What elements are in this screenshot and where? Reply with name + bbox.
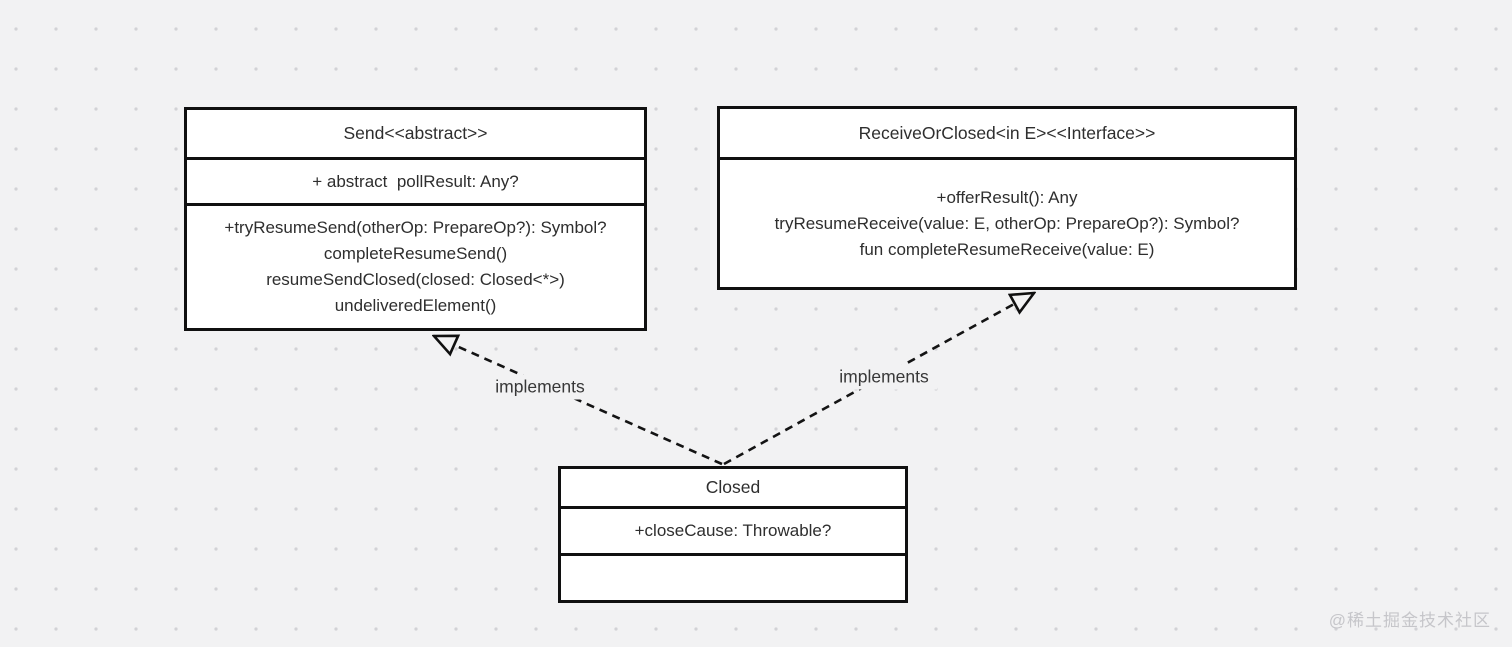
attribute-line: + abstract pollResult: Any?	[312, 171, 519, 191]
relation-label-implements-send: implements	[486, 374, 594, 400]
method-line: +tryResumeSend(otherOp: PrepareOp?): Sym…	[224, 218, 607, 237]
class-title-closed: Closed	[561, 469, 905, 506]
watermark: @稀土掘金技术社区	[1328, 611, 1491, 630]
realization-arrow-closed-to-send	[434, 336, 723, 466]
class-box-closed: Closed +closeCause: Throwable?	[558, 466, 908, 603]
class-box-receiveorclosed: ReceiveOrClosed<in E><<Interface>> +offe…	[717, 106, 1297, 290]
class-attributes-send: + abstract pollResult: Any?	[187, 157, 644, 203]
class-title-send: Send<<abstract>>	[187, 110, 644, 157]
class-title-text: Closed	[705, 477, 761, 497]
method-line: completeResumeSend()	[323, 244, 508, 263]
method-line: fun completeResumeReceive(value: E)	[859, 239, 1155, 259]
class-title-text: Send<<abstract>>	[343, 123, 488, 143]
class-title-receiveorclosed: ReceiveOrClosed<in E><<Interface>>	[720, 109, 1294, 157]
relation-label-implements-receiveorclosed: implements	[830, 364, 938, 390]
class-attributes-closed: +closeCause: Throwable?	[561, 506, 905, 553]
method-line: tryResumeReceive(value: E, otherOp: Prep…	[774, 213, 1240, 233]
method-line: resumeSendClosed(closed: Closed<*>)	[266, 270, 565, 289]
class-title-text: ReceiveOrClosed<in E><<Interface>>	[858, 122, 1156, 143]
class-box-send: Send<<abstract>> + abstract pollResult: …	[184, 107, 647, 331]
class-methods-closed	[561, 553, 905, 600]
class-methods-receiveorclosed: +offerResult(): Any tryResumeReceive(valu…	[720, 157, 1294, 287]
attribute-line: +closeCause: Throwable?	[634, 521, 832, 540]
method-line: undeliveredElement()	[334, 296, 497, 315]
class-methods-send: +tryResumeSend(otherOp: PrepareOp?): Sym…	[187, 203, 644, 328]
method-line: +offerResult(): Any	[936, 187, 1078, 207]
